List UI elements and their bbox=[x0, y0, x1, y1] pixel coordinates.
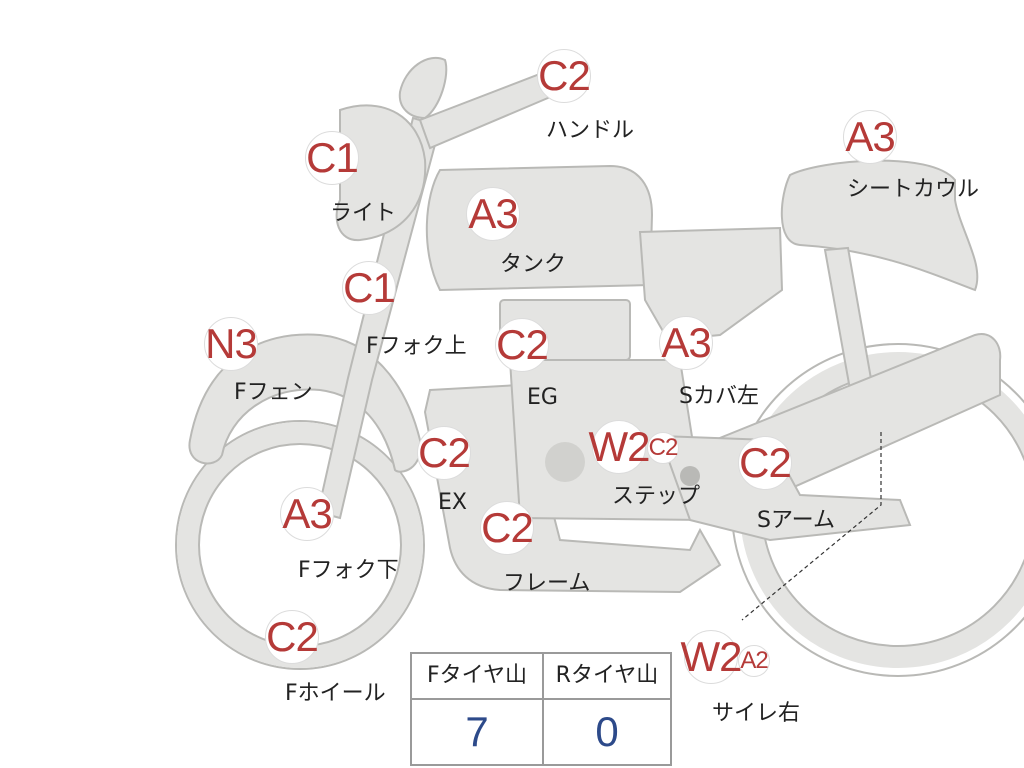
grade-badge-silencer-right-secondary: A2 bbox=[738, 645, 770, 677]
front-tire-header: Fタイヤ山 bbox=[412, 654, 542, 700]
part-label-front-wheel: Fホイール bbox=[285, 681, 386, 706]
rear-tire-value: 0 bbox=[595, 708, 619, 755]
side-cover-shape bbox=[638, 226, 784, 342]
mirror-shape bbox=[398, 57, 448, 120]
silencer-leader-line bbox=[741, 432, 882, 621]
part-label-fork-lower: Fフォク下 bbox=[298, 558, 399, 583]
part-label-frame: フレーム bbox=[503, 571, 591, 596]
part-label-engine: EG bbox=[527, 385, 558, 410]
grade-badge-swing-arm: C2 bbox=[738, 436, 792, 490]
grade-badge-tank: A3 bbox=[466, 187, 520, 241]
grade-badge-front-wheel: C2 bbox=[265, 610, 319, 664]
grade-badge-exhaust: C2 bbox=[417, 426, 471, 480]
part-label-side-cover-left: Sカバ左 bbox=[679, 384, 759, 409]
part-label-tank: タンク bbox=[500, 252, 567, 277]
step-peg bbox=[680, 466, 700, 486]
grade-badge-engine: C2 bbox=[495, 318, 549, 372]
part-label-seat-cowl: シートカウル bbox=[847, 177, 980, 202]
grade-badge-step-secondary: C2 bbox=[647, 432, 679, 464]
grade-badge-fork-upper: C1 bbox=[342, 261, 396, 315]
grade-badge-light: C1 bbox=[305, 131, 359, 185]
rear-tire-column: Rタイヤ山 0 bbox=[542, 654, 672, 764]
grade-badge-side-cover-left: A3 bbox=[659, 316, 713, 370]
part-label-swing-arm: Sアーム bbox=[757, 508, 835, 533]
rear-tire-header: Rタイヤ山 bbox=[542, 654, 672, 700]
grade-badge-handle: C2 bbox=[537, 49, 591, 103]
part-label-fork-upper: Fフォク上 bbox=[366, 334, 467, 359]
tire-tread-table: Fタイヤ山 7 Rタイヤ山 0 bbox=[410, 652, 672, 766]
grade-badge-step: W2 bbox=[589, 420, 651, 474]
grade-badge-silencer-right: W2 bbox=[681, 630, 743, 684]
part-label-silencer-right: サイレ右 bbox=[712, 701, 801, 726]
part-label-handle: ハンドル bbox=[546, 118, 635, 143]
part-label-exhaust: EX bbox=[438, 490, 467, 515]
headlight-shape bbox=[335, 104, 427, 242]
seat-cowl-shape bbox=[780, 159, 979, 292]
part-label-light: ライト bbox=[330, 201, 397, 226]
front-tire-value: 7 bbox=[465, 708, 489, 755]
grade-badge-fork-lower: A3 bbox=[280, 487, 334, 541]
part-label-front-fender: Fフェン bbox=[234, 380, 313, 405]
grade-badge-front-fender: N3 bbox=[204, 317, 258, 371]
grade-badge-seat-cowl: A3 bbox=[843, 110, 897, 164]
grade-badge-frame: C2 bbox=[480, 501, 534, 555]
engine-cover-circle bbox=[545, 442, 585, 482]
part-label-step: ステップ bbox=[612, 484, 701, 509]
front-tire-column: Fタイヤ山 7 bbox=[412, 654, 544, 764]
